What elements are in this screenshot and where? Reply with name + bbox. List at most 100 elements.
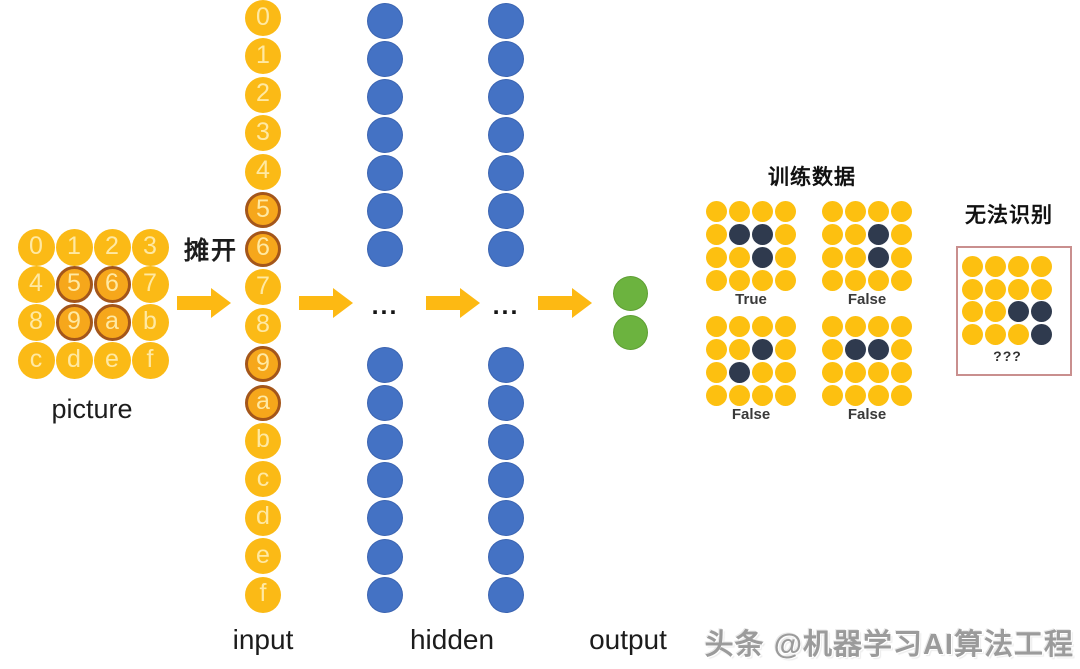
training-grid-3-cell xyxy=(775,339,796,360)
picture-cell-4: 4 xyxy=(17,266,55,304)
input-node-8: 8 xyxy=(245,307,281,344)
hidden-label: hidden xyxy=(409,624,495,655)
training-grid-3-cell xyxy=(752,362,773,383)
training-grid-3-cell xyxy=(729,339,750,360)
hidden2-node xyxy=(488,231,524,267)
training-grid-4-cell xyxy=(822,339,843,360)
hidden1-node xyxy=(367,385,403,422)
training-grid-4-cell xyxy=(822,385,843,406)
hidden-to-output-arrow-icon xyxy=(538,288,592,318)
training-grid-1-cell xyxy=(706,247,727,268)
hidden1-node xyxy=(367,538,403,575)
training-grid-1-cell xyxy=(752,270,773,291)
training-grid-3-result: False xyxy=(731,406,771,423)
hidden1-node xyxy=(367,79,403,115)
hidden2-node xyxy=(488,538,524,575)
unrecognized-title: 无法识别 xyxy=(965,204,1053,227)
picture-cell-c: c xyxy=(17,341,55,379)
training-grid-3-cell xyxy=(729,385,750,406)
input-node-1: 1 xyxy=(245,38,281,75)
training-grid-2-cell xyxy=(868,224,889,245)
hidden1-node xyxy=(367,193,403,229)
input-node-7: 7 xyxy=(245,269,281,306)
input-label: input xyxy=(232,624,294,655)
hidden2-node xyxy=(488,576,524,613)
training-grid-2-cell xyxy=(891,247,912,268)
training-grid-2-result: False xyxy=(847,291,887,308)
input-node-c: c xyxy=(245,461,281,498)
unrecognized-grid-cell xyxy=(985,278,1006,300)
training-grid-2-cell xyxy=(891,224,912,245)
training-grid-3-cell xyxy=(752,385,773,406)
training-grid-1-cell xyxy=(775,201,796,222)
hidden1-node xyxy=(367,231,403,267)
hidden1-node xyxy=(367,500,403,537)
training-grid-1-cell xyxy=(752,247,773,268)
training-grid-2-cell xyxy=(868,247,889,268)
unrecognized-result-label: ??? xyxy=(993,348,1022,364)
unrecognized-grid-cell xyxy=(1031,301,1052,323)
unrecognized-grid-cell xyxy=(1031,324,1052,346)
hidden1-node xyxy=(367,576,403,613)
unrecognized-grid-cell xyxy=(985,324,1006,346)
unrecognized-grid-cell xyxy=(962,256,983,277)
input-node-d: d xyxy=(245,499,281,536)
training-grid-3-cell xyxy=(775,362,796,383)
training-grid-4-cell xyxy=(822,316,843,337)
training-grid-2-cell xyxy=(822,224,843,245)
training-grid-1-cell xyxy=(729,201,750,222)
hidden1-ellipsis: ... xyxy=(371,292,399,320)
picture-cell-a: a xyxy=(93,303,131,341)
output-label: output xyxy=(589,624,667,655)
hidden2-node xyxy=(488,41,524,77)
unrecognized-grid-cell xyxy=(962,301,983,323)
input-node-3: 3 xyxy=(245,115,281,152)
output-node xyxy=(612,275,648,311)
unrecognized-grid-cell xyxy=(1031,278,1052,300)
picture-cell-0: 0 xyxy=(17,228,55,266)
arrow-body xyxy=(177,296,211,310)
watermark-text: 头条 @机器学习AI算法工程 xyxy=(704,629,1074,661)
unrecognized-grid-cell xyxy=(985,256,1006,277)
training-grid-3-cell xyxy=(775,385,796,406)
picture-cell-d: d xyxy=(55,341,93,379)
arrow-head xyxy=(211,288,231,318)
input-node-f: f xyxy=(245,576,281,613)
hidden1-node xyxy=(367,41,403,77)
hidden-to-hidden-arrow-icon xyxy=(426,288,480,318)
training-grid-1-cell xyxy=(706,224,727,245)
arrow-body xyxy=(299,296,333,310)
training-grid-1-cell xyxy=(775,247,796,268)
unrecognized-grid-cell xyxy=(962,278,983,300)
input-node-5: 5 xyxy=(245,192,281,229)
training-grid-4-cell xyxy=(868,362,889,383)
hidden2-node xyxy=(488,3,524,39)
picture-cell-7: 7 xyxy=(131,266,169,304)
training-grid-4-cell xyxy=(868,385,889,406)
training-grid-2-cell xyxy=(845,247,866,268)
hidden2-ellipsis: ... xyxy=(492,292,520,320)
training-grid-3-cell xyxy=(706,385,727,406)
training-grid-4-cell xyxy=(891,316,912,337)
training-grid-1-cell xyxy=(775,270,796,291)
arrow-head xyxy=(572,288,592,318)
training-grid-4-result: False xyxy=(847,406,887,423)
training-grid-1-cell xyxy=(706,201,727,222)
training-grid-4-cell xyxy=(845,339,866,360)
training-grid-1-result: True xyxy=(735,291,767,308)
arrow-head xyxy=(333,288,353,318)
training-grid-2-cell xyxy=(868,201,889,222)
training-grid-3-cell xyxy=(775,316,796,337)
input-node-4: 4 xyxy=(245,153,281,190)
unrecognized-grid-cell xyxy=(962,324,983,346)
training-grid-1-cell xyxy=(729,270,750,291)
hidden2-node xyxy=(488,423,524,460)
picture-cell-2: 2 xyxy=(93,228,131,266)
input-node-a: a xyxy=(245,384,281,421)
input-node-9: 9 xyxy=(245,346,281,383)
hidden2-node xyxy=(488,385,524,422)
training-grid-3-cell xyxy=(729,362,750,383)
picture-cell-e: e xyxy=(93,341,131,379)
training-grid-4-cell xyxy=(845,385,866,406)
training-grid-4-cell xyxy=(845,316,866,337)
